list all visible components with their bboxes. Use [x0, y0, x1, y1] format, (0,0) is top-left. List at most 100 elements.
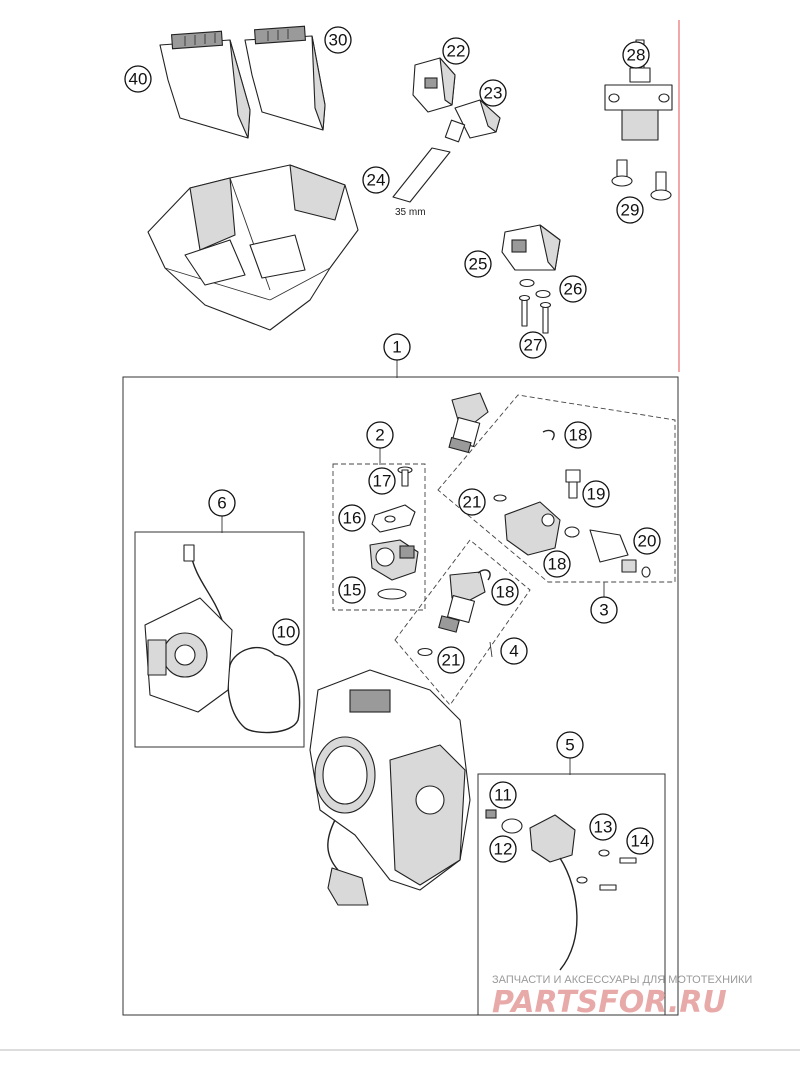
callout-6[interactable]: 6: [208, 489, 236, 517]
sensor-25[interactable]: [501, 224, 561, 271]
throttle-body[interactable]: [309, 669, 471, 906]
callout-18-c[interactable]: 18: [491, 578, 519, 606]
callout-25[interactable]: 25: [464, 250, 492, 278]
callout-28[interactable]: 28: [622, 41, 650, 69]
callout-11[interactable]: 11: [489, 781, 517, 809]
washer-18[interactable]: [564, 526, 580, 538]
sensor-plate-6[interactable]: [144, 544, 233, 713]
callout-16[interactable]: 16: [338, 504, 366, 532]
callout-15[interactable]: 15: [338, 576, 366, 604]
hose-length-label: 35 mm: [395, 207, 426, 218]
callout-5[interactable]: 5: [556, 731, 584, 759]
part-11[interactable]: [485, 809, 497, 819]
callout-30[interactable]: 30: [324, 26, 352, 54]
callout-20[interactable]: 20: [633, 527, 661, 555]
ecu-holder-tray[interactable]: [147, 164, 359, 331]
injector-lower[interactable]: [438, 571, 486, 633]
callout-22[interactable]: 22: [442, 37, 470, 65]
svg-text:11: 11: [494, 786, 512, 805]
callout-14[interactable]: 14: [626, 827, 654, 855]
svg-text:27: 27: [524, 336, 543, 355]
callout-1[interactable]: 1: [383, 333, 411, 361]
callout-24[interactable]: 24: [362, 166, 390, 194]
svg-text:10: 10: [277, 623, 296, 642]
callout-40[interactable]: 40: [124, 65, 152, 93]
o-ring-12[interactable]: [501, 818, 523, 834]
screw-27[interactable]: [518, 294, 552, 334]
assembly-frame-3: [437, 394, 676, 583]
watermark-tagline: ЗАПЧАСТИ И АКСЕССУАРЫ ДЛЯ МОТОТЕХНИКИ: [492, 974, 752, 986]
sensor-23[interactable]: [444, 99, 501, 143]
svg-text:12: 12: [494, 840, 513, 859]
svg-text:30: 30: [329, 31, 348, 50]
screw-29[interactable]: [611, 159, 672, 201]
callout-26[interactable]: 26: [559, 275, 587, 303]
assembly-frame-4: [394, 539, 531, 706]
callout-21-a[interactable]: 21: [458, 488, 486, 516]
svg-text:4: 4: [509, 642, 518, 661]
svg-text:22: 22: [447, 42, 466, 61]
hose-24[interactable]: [392, 147, 451, 203]
callout-21-b[interactable]: 21: [437, 646, 465, 674]
svg-text:25: 25: [469, 255, 488, 274]
callout-13[interactable]: 13: [589, 813, 617, 841]
svg-text:23: 23: [484, 84, 503, 103]
assembly-frame-1: [122, 376, 679, 1016]
watermark-logo: PARTSFOR.RU: [492, 985, 727, 1020]
svg-text:21: 21: [463, 493, 482, 512]
svg-text:18: 18: [496, 583, 515, 602]
ecu-module-30[interactable]: [244, 25, 326, 131]
svg-text:21: 21: [442, 651, 461, 670]
screw-17[interactable]: [397, 466, 413, 487]
ecu-module-40[interactable]: [159, 30, 251, 139]
svg-text:13: 13: [594, 818, 613, 837]
clip-18-lower[interactable]: [477, 569, 491, 581]
clip-18-top[interactable]: [542, 429, 555, 441]
svg-text:26: 26: [564, 280, 583, 299]
assembly-frame-2: [332, 463, 426, 611]
o-ring-15[interactable]: [377, 588, 407, 600]
washer-13[interactable]: [598, 849, 610, 857]
assembly-frame-5: [477, 773, 666, 1016]
callout-10[interactable]: 10: [272, 618, 300, 646]
callout-27[interactable]: 27: [519, 331, 547, 359]
gasket-10[interactable]: [227, 646, 301, 734]
screw-14[interactable]: [599, 857, 637, 891]
svg-text:3: 3: [599, 601, 608, 620]
svg-text:6: 6: [217, 494, 226, 513]
svg-text:18: 18: [569, 426, 588, 445]
svg-text:29: 29: [621, 201, 640, 220]
callout-19[interactable]: 19: [582, 480, 610, 508]
svg-text:18: 18: [548, 555, 567, 574]
callout-18-a[interactable]: 18: [564, 421, 592, 449]
connector-22[interactable]: [412, 57, 456, 113]
svg-text:40: 40: [129, 70, 148, 89]
callout-23[interactable]: 23: [479, 79, 507, 107]
svg-text:17: 17: [373, 472, 392, 491]
svg-text:2: 2: [375, 426, 384, 445]
callout-18-b[interactable]: 18: [543, 550, 571, 578]
callout-3[interactable]: 3: [590, 596, 618, 624]
injector-top[interactable]: [448, 392, 489, 454]
o-ring-21-lower[interactable]: [417, 647, 433, 657]
callout-4[interactable]: 4: [500, 637, 528, 665]
bolt-19[interactable]: [565, 469, 581, 499]
callout-2[interactable]: 2: [366, 421, 394, 449]
fuel-rail-block[interactable]: [504, 501, 561, 556]
washer-26[interactable]: [519, 278, 551, 299]
callout-17[interactable]: 17: [368, 467, 396, 495]
svg-text:16: 16: [343, 509, 362, 528]
o-ring-21-upper[interactable]: [493, 494, 507, 502]
connector-20[interactable]: [589, 529, 651, 578]
assembly-frame-6: [134, 531, 305, 748]
svg-text:14: 14: [631, 832, 650, 851]
sensor-5[interactable]: [529, 814, 578, 971]
washer-13b[interactable]: [576, 876, 588, 884]
svg-text:1: 1: [392, 338, 401, 357]
callout-12[interactable]: 12: [489, 835, 517, 863]
svg-text:15: 15: [343, 581, 362, 600]
callout-29[interactable]: 29: [616, 196, 644, 224]
throttle-position-sensor[interactable]: [369, 539, 419, 581]
bracket-16[interactable]: [371, 504, 416, 533]
